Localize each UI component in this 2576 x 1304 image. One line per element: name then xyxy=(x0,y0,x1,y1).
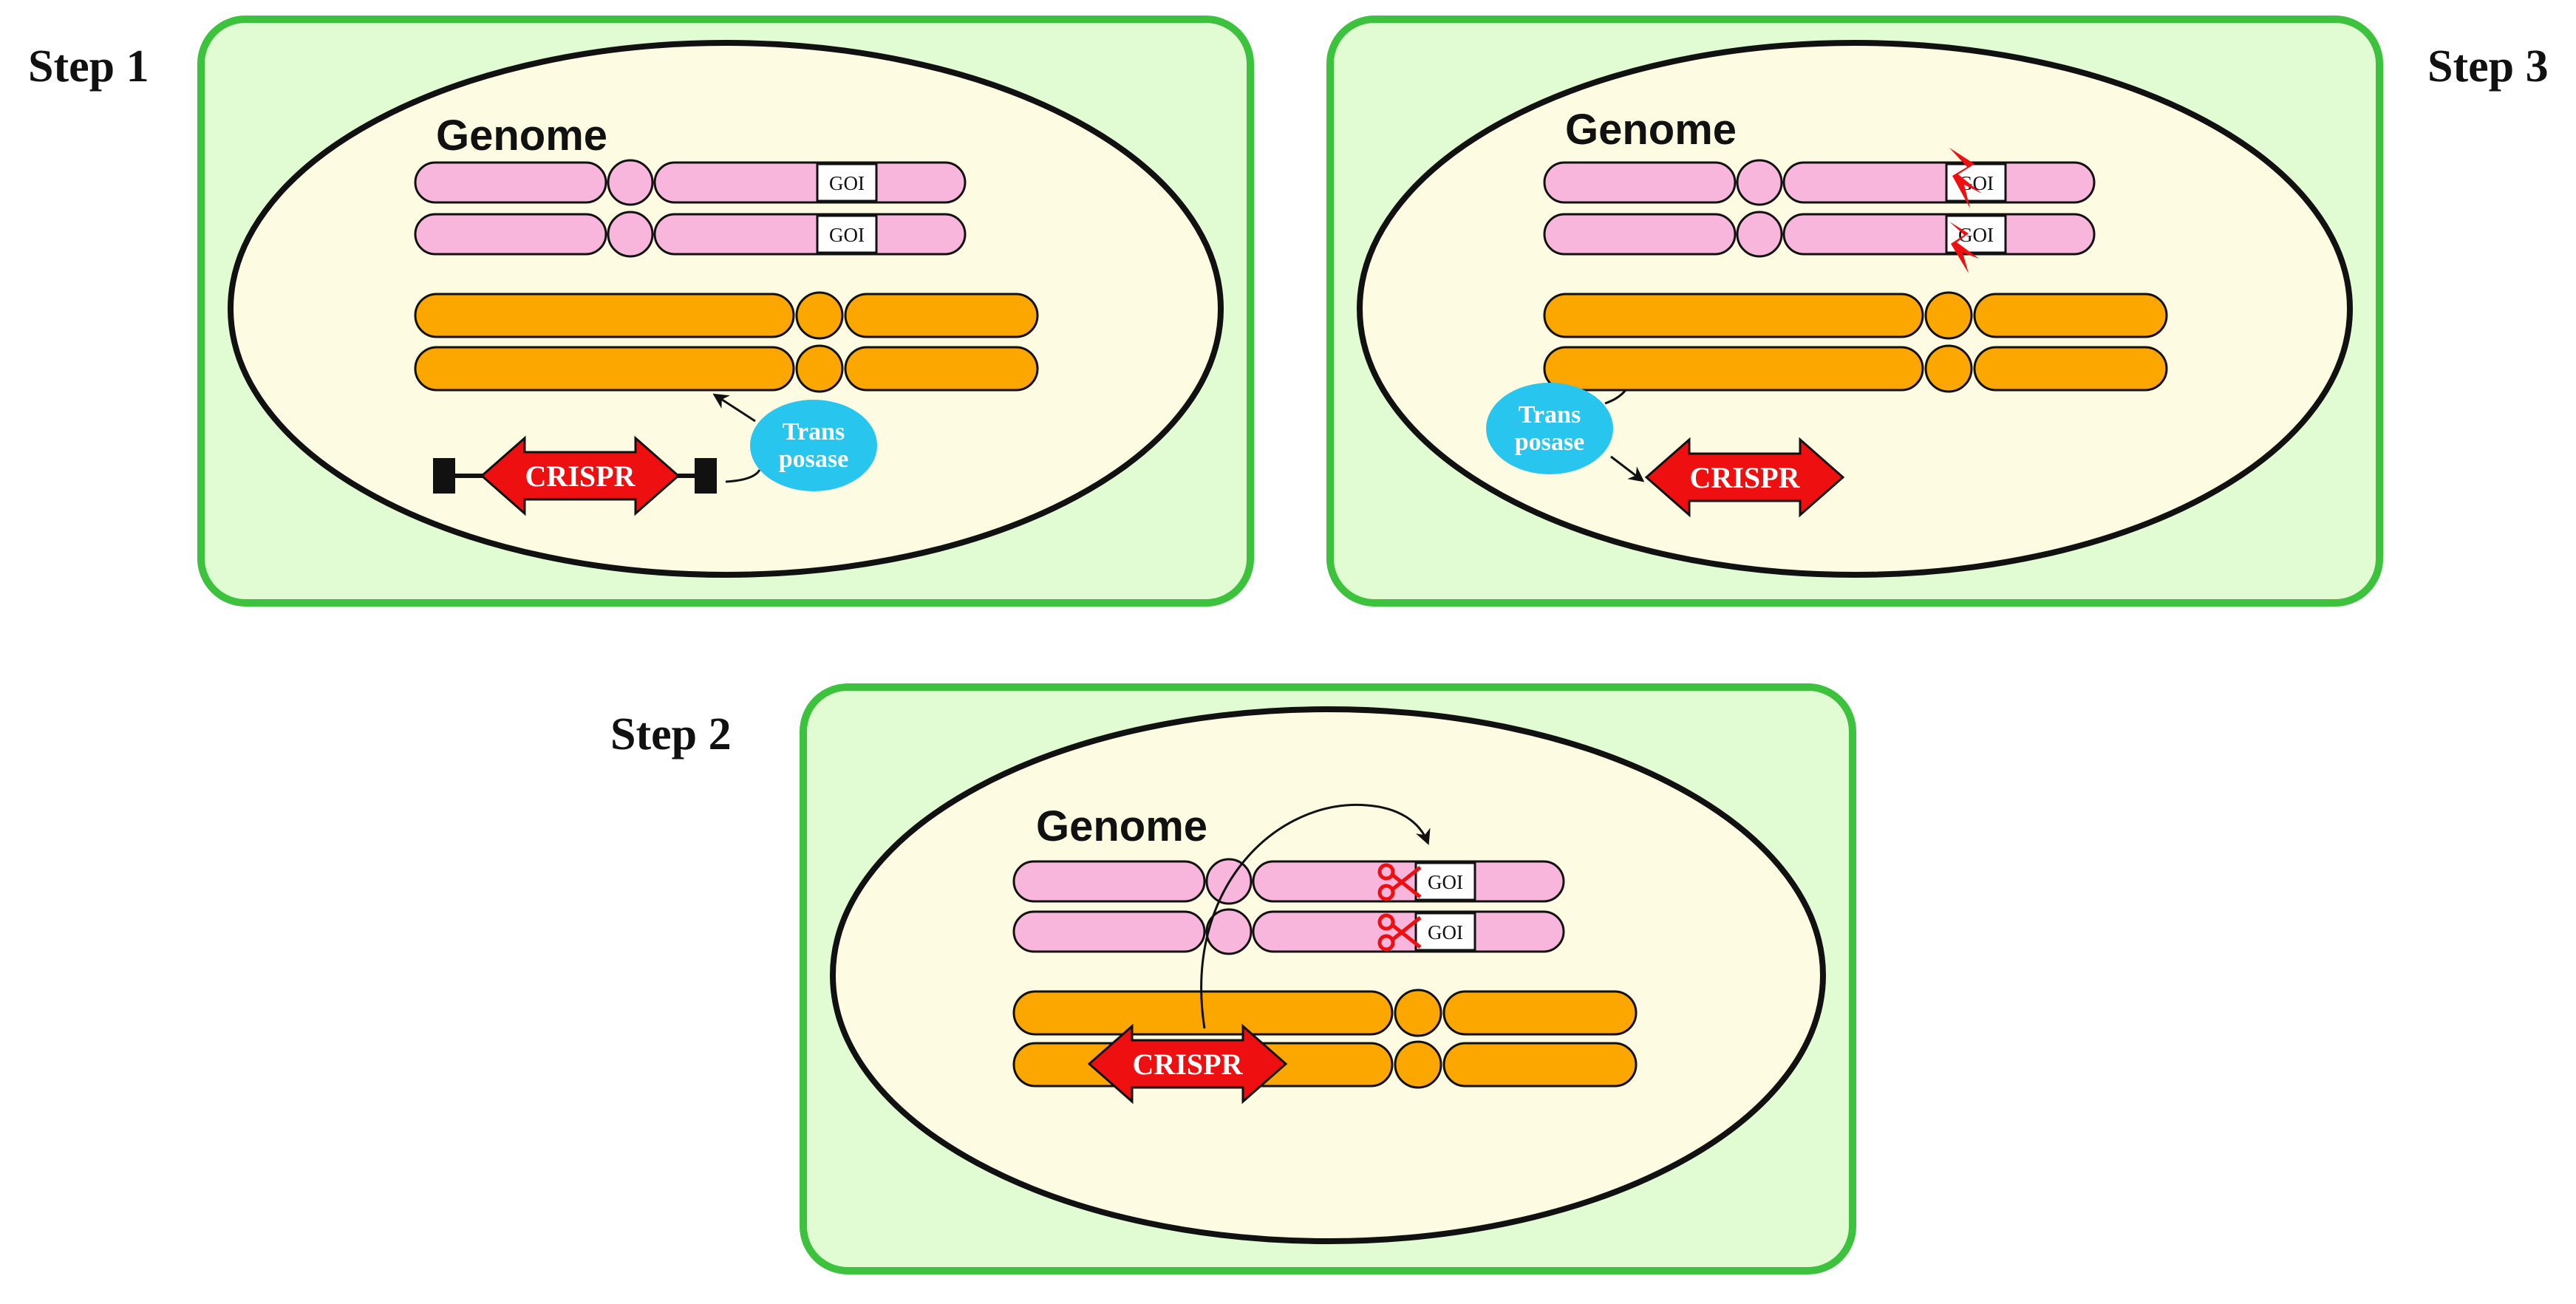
cut-mark-icon xyxy=(1949,222,1979,273)
goi-label: GOI xyxy=(1428,921,1463,943)
step-1-label: Step 1 xyxy=(28,41,149,92)
pink-chromosome: GOI xyxy=(1543,211,2096,273)
step-2-label: Step 2 xyxy=(610,709,732,759)
transposase-label-line-1: Trans xyxy=(1519,401,1581,429)
orange-chromosome-pair xyxy=(1012,989,1638,1089)
crispr-label: CRISPR xyxy=(1133,1048,1244,1081)
orange-chromosome xyxy=(414,344,1039,393)
scissors-icon xyxy=(1377,913,1422,952)
crispr-cassette: CRISPR xyxy=(1644,437,1845,518)
crispr-cassette: CRISPR xyxy=(433,435,717,516)
genome-label: Genome xyxy=(1036,802,1207,850)
goi-box xyxy=(1414,861,1476,901)
transposase: Trans posase xyxy=(1486,383,1645,482)
arrow-icon xyxy=(712,393,756,423)
goi-label: GOI xyxy=(829,172,865,194)
crispr-label: CRISPR xyxy=(1690,461,1801,494)
goi-label: GOI xyxy=(1958,224,1994,246)
transposon-end xyxy=(695,458,717,494)
genome-label: Genome xyxy=(436,112,607,160)
transposase-ellipse xyxy=(750,400,877,491)
crispr-arrow xyxy=(480,435,681,516)
transposon-end xyxy=(433,458,455,494)
pink-chromosome-pair: GOI GOI xyxy=(1012,858,1565,955)
pink-chromosome: GOI xyxy=(1012,908,1565,955)
pink-chromosome: GOI xyxy=(1012,858,1565,905)
goi-label: GOI xyxy=(1428,871,1463,893)
transposase-label-line-2: posase xyxy=(779,446,848,473)
arrow-icon xyxy=(1200,803,1431,1029)
pink-chromosome: GOI xyxy=(1543,148,2096,208)
orange-chromosome xyxy=(1543,344,2168,393)
panel-step-2: Step 2 Genome GOI xyxy=(610,683,1856,1274)
transposase: Trans posase xyxy=(712,393,877,491)
crispr-arrow xyxy=(1644,437,1845,518)
pink-chromosome-pair: GOI GOI xyxy=(414,159,967,258)
transposase-ellipse xyxy=(1486,383,1613,474)
orange-chromosome xyxy=(414,291,1039,340)
crispr-arrow xyxy=(1087,1023,1288,1105)
goi-box xyxy=(816,214,878,254)
pink-chromosome: GOI xyxy=(414,159,967,206)
genome-label: Genome xyxy=(1565,106,1737,154)
transposase-label-line-1: Trans xyxy=(783,418,845,446)
panel-step-3: Step 3 Genome GOI GOI xyxy=(1326,16,2549,607)
arrow-icon xyxy=(1610,455,1645,482)
goi-box xyxy=(1414,912,1476,952)
pink-chromosome: GOI xyxy=(414,211,967,258)
orange-chromosome-pair xyxy=(1543,291,2168,393)
panel-step-1: Step 1 Genome GOI GOI xyxy=(28,16,1254,607)
cell-ellipse xyxy=(830,706,1826,1244)
crispr-label: CRISPR xyxy=(525,460,636,493)
pink-chromosome-pair: GOI GOI xyxy=(1543,148,2096,273)
crispr-cassette: CRISPR xyxy=(1087,1023,1288,1105)
goi-box xyxy=(816,163,878,202)
orange-chromosome xyxy=(1543,291,2168,340)
orange-chromosome xyxy=(1012,989,1638,1037)
scissors-icon xyxy=(1377,863,1422,901)
step-3-label: Step 3 xyxy=(2427,41,2549,92)
cut-mark-icon xyxy=(1949,148,1982,208)
goi-label: GOI xyxy=(829,224,865,246)
orange-chromosome-pair xyxy=(414,291,1039,393)
transposase-label-line-2: posase xyxy=(1515,429,1584,456)
